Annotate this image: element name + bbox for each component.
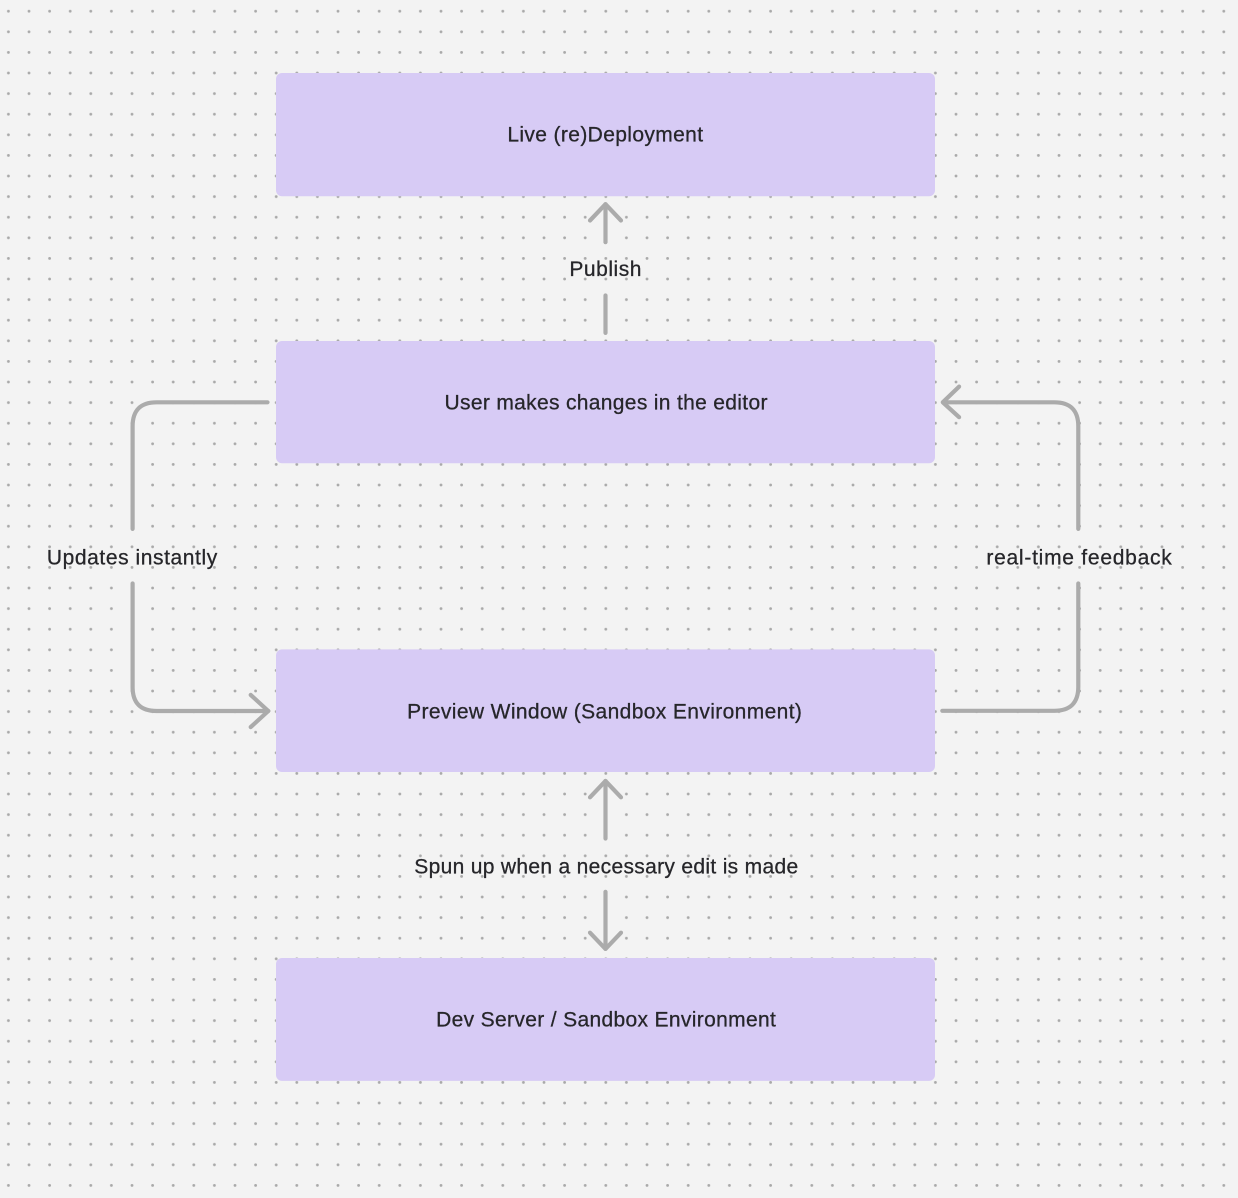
svg-text:User makes changes in the edit: User makes changes in the editor bbox=[445, 392, 768, 415]
svg-text:Preview Window (Sandbox Enviro: Preview Window (Sandbox Environment) bbox=[407, 701, 802, 724]
svg-text:Dev Server / Sandbox Environme: Dev Server / Sandbox Environment bbox=[436, 1009, 776, 1032]
svg-text:Publish: Publish bbox=[569, 258, 641, 281]
svg-text:Spun up when a necessary edit: Spun up when a necessary edit is made bbox=[414, 856, 798, 879]
svg-text:Updates instantly: Updates instantly bbox=[47, 547, 218, 570]
svg-text:real-time feedback: real-time feedback bbox=[986, 547, 1172, 570]
svg-text:Live (re)Deployment: Live (re)Deployment bbox=[507, 124, 703, 147]
